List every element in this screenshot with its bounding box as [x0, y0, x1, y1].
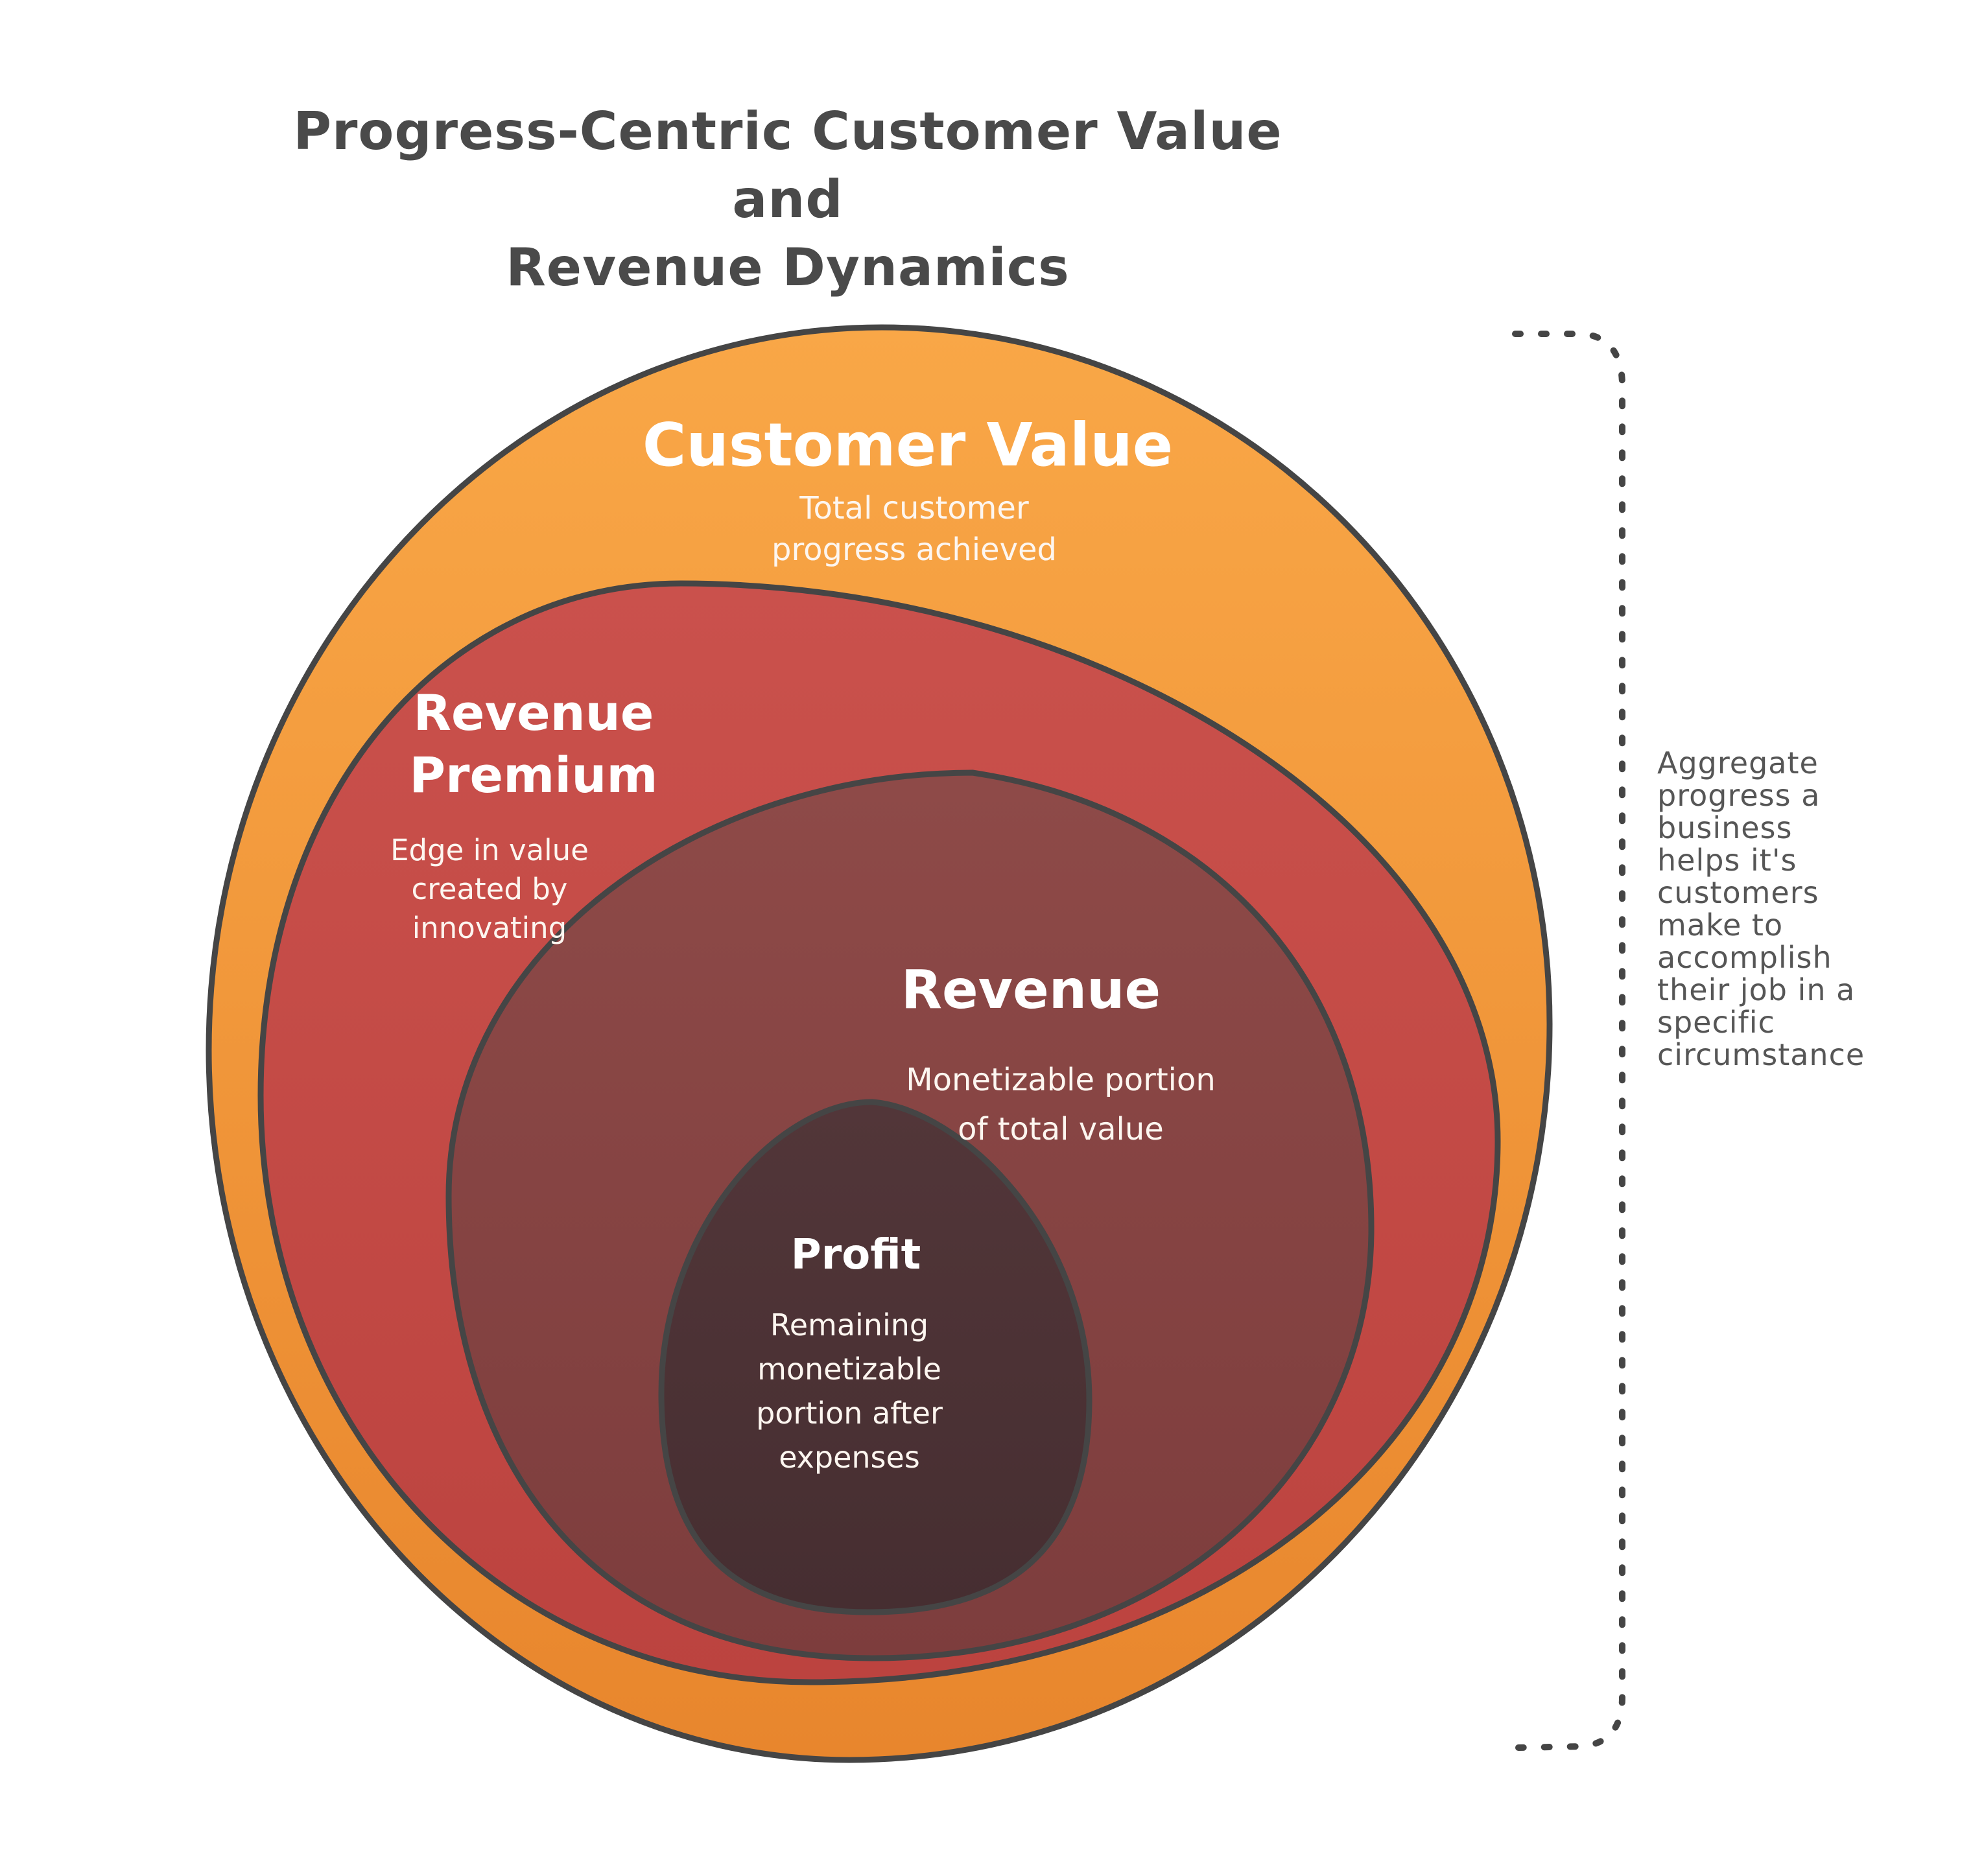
annotation-text: Aggregate progress a business helps it's… [1657, 745, 1865, 1072]
page-title: Progress-Centric Customer Value and Reve… [293, 101, 1282, 298]
profit-shape [658, 1099, 1092, 1615]
customer-value-description: Total customer progress achieved [772, 490, 1057, 568]
revenue-premium-label: Revenue Premium [409, 684, 658, 804]
revenue-premium-description: Edge in value created by innovating [390, 833, 589, 945]
profit-description: Remaining monetizable portion after expe… [756, 1307, 943, 1475]
profit-label: Profit [790, 1231, 921, 1279]
customer-value-label: Customer Value [642, 410, 1174, 480]
revenue-description: Monetizable portion of total value [906, 1062, 1216, 1147]
bracket-dotted-line [1512, 331, 1625, 1751]
revenue-label: Revenue [901, 959, 1161, 1021]
